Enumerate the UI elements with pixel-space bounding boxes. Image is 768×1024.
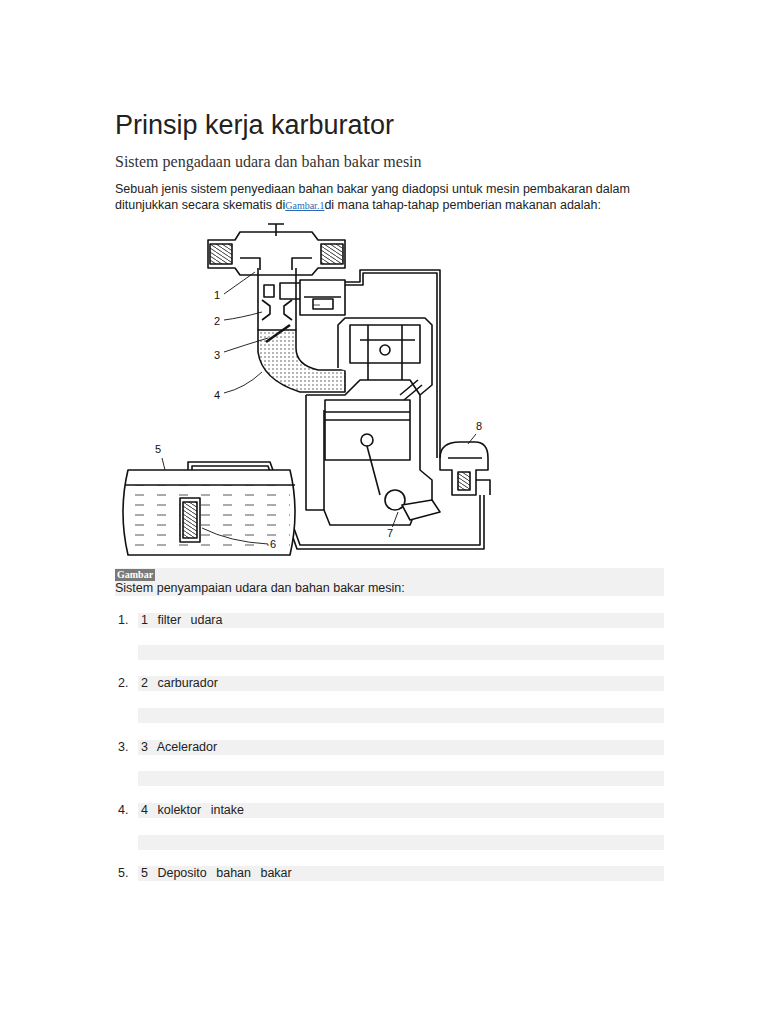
list-item: 5 Deposito bahan bakar: [141, 866, 292, 880]
intro-paragraph: Sebuah jenis sistem penyediaan bahan bak…: [115, 181, 680, 214]
list-marker: 2.: [118, 676, 128, 690]
callout-number: 5: [154, 443, 162, 455]
page-title: Prinsip kerja karburator: [115, 110, 394, 141]
list-item: 1 filter udara: [141, 613, 222, 627]
callout-number: 3: [213, 349, 221, 361]
callout-number: 4: [213, 389, 221, 401]
list-band: [138, 835, 664, 850]
list-marker: 4.: [118, 803, 128, 817]
list-marker: 1.: [118, 613, 128, 627]
paragraph-text: di mana tahap-tahap pemberian makanan ad…: [324, 198, 601, 212]
list-band: [138, 708, 664, 723]
list-item: 3 Acelerador: [141, 740, 217, 754]
sub-heading: Sistem pengadaan udara dan bahan bakar m…: [115, 153, 422, 171]
callout-number: 2: [213, 315, 221, 327]
callout-number: 6: [269, 538, 277, 550]
list-item: 4 kolektor intake: [141, 803, 244, 817]
list-marker: 5.: [118, 866, 128, 880]
list-band: [138, 771, 664, 786]
callout-number: 1: [213, 289, 221, 301]
figure-link: Gambar.1: [285, 200, 324, 211]
list-marker: 3.: [118, 740, 128, 754]
figure-tag: Gambar: [115, 569, 155, 581]
list-band: [138, 645, 664, 660]
figure-caption: Sistem penyampaian udara dan bahan bakar…: [115, 581, 405, 595]
callout-number: 7: [386, 527, 394, 539]
callout-number: 8: [475, 420, 483, 432]
list-item: 2 carburador: [141, 676, 218, 690]
